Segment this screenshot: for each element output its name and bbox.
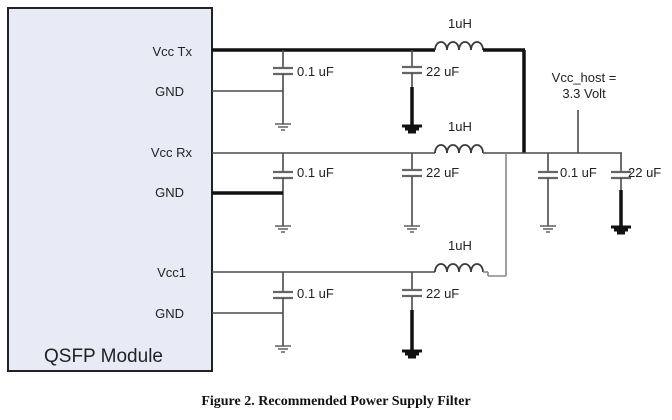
inductor-rx: [434, 144, 484, 154]
cap-host-large-label: 22 uF: [628, 165, 661, 180]
cap-large-label-rx: 22 uF: [426, 165, 459, 180]
vcc1-filter: [212, 153, 507, 359]
pin-vcc-rx: Vcc Rx: [151, 145, 193, 160]
pin-gnd-3: GND: [155, 306, 184, 321]
cap-small-label-vcc1: 0.1 uF: [297, 286, 334, 301]
pin-vcc1: Vcc1: [157, 265, 186, 280]
inductor-label-vcc1: 1uH: [448, 238, 472, 253]
module-title: QSFP Module: [44, 346, 163, 367]
cap-small-label-rx: 0.1 uF: [297, 165, 334, 180]
figure-caption: Figure 2. Recommended Power Supply Filte…: [201, 394, 470, 409]
pin-gnd-2: GND: [155, 185, 184, 200]
qsfp-module-box: [7, 7, 213, 372]
cap-small-label-tx: 0.1 uF: [297, 64, 334, 79]
inductor-label-rx: 1uH: [448, 119, 472, 134]
pin-gnd-1: GND: [155, 84, 184, 99]
inductor-label-tx: 1uH: [448, 16, 472, 31]
host-label-line1: Vcc_host =: [552, 70, 617, 85]
host-supply: [538, 110, 631, 235]
cap-host-small-label: 0.1 uF: [560, 165, 597, 180]
cap-large-label-tx: 22 uF: [426, 64, 459, 79]
inductor-tx: [434, 41, 484, 51]
inductor-vcc1: [434, 263, 484, 273]
cap-large-label-vcc1: 22 uF: [426, 286, 459, 301]
host-label-line2: 3.3 Volt: [562, 86, 606, 101]
vcc-rx-filter: [212, 144, 622, 233]
vcc-tx-filter: [212, 41, 526, 153]
pin-vcc-tx: Vcc Tx: [153, 44, 193, 59]
